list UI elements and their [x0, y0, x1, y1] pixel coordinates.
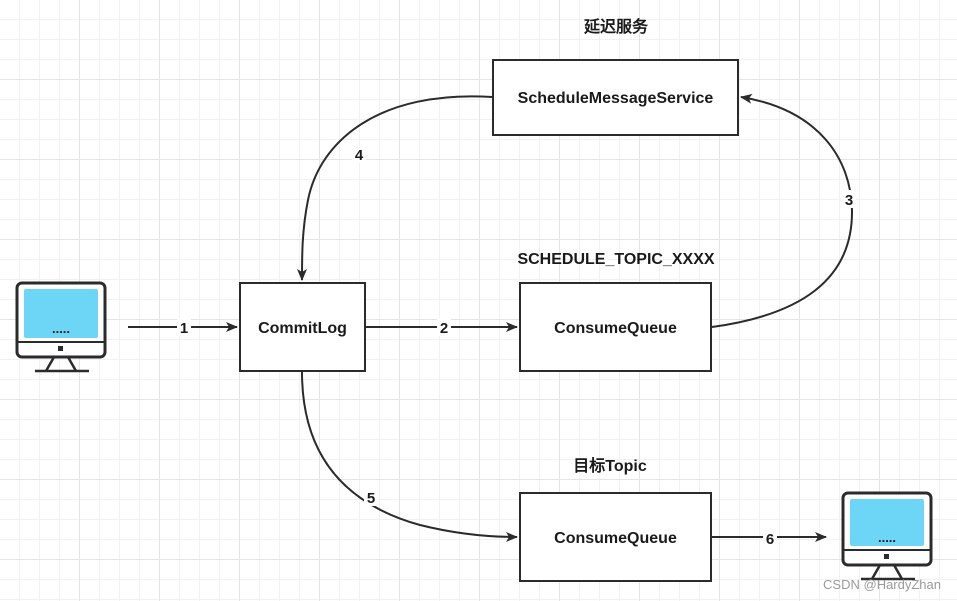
edge-5-label: 5 [364, 488, 378, 507]
edge-3-line [711, 93, 854, 328]
svg-text:4: 4 [355, 147, 364, 164]
heading-schedule-topic: SCHEDULE_TOPIC_XXXX [517, 251, 714, 268]
node-commitlog[interactable]: CommitLog [239, 282, 366, 372]
node-schedule-message-service-label: ScheduleMessageService [518, 90, 714, 107]
node-consumequeue-schedule-label: ConsumeQueue [554, 320, 677, 337]
edge-6-label: 6 [763, 529, 777, 548]
heading-delay-service: 延迟服务 [583, 17, 649, 36]
edge-4-line [297, 95, 493, 281]
consumer-screen-text: ..... [878, 530, 896, 545]
consumer-computer-icon: ..... [841, 491, 933, 581]
producer-computer-icon: ..... [15, 281, 107, 373]
edge-5-line [301, 371, 518, 542]
svg-text:5: 5 [367, 490, 375, 507]
node-schedule-message-service[interactable]: ScheduleMessageService [492, 59, 739, 136]
node-consumequeue-schedule[interactable]: ConsumeQueue [519, 282, 712, 372]
svg-text:2: 2 [440, 320, 448, 337]
svg-text:1: 1 [180, 320, 188, 337]
edge-4-label: 4 [352, 145, 366, 164]
watermark-text: CSDN @HardyZhan [823, 577, 941, 592]
node-consumequeue-target-label: ConsumeQueue [554, 530, 677, 547]
heading-target-topic: 目标Topic [573, 457, 647, 475]
producer-screen-text: ..... [52, 321, 70, 336]
node-commitlog-label: CommitLog [258, 320, 347, 337]
edge-1-label: 1 [177, 318, 191, 337]
svg-text:3: 3 [845, 192, 853, 209]
svg-text:6: 6 [766, 531, 774, 548]
edge-2-label: 2 [437, 318, 451, 337]
edge-3-label: 3 [842, 190, 856, 209]
node-consumequeue-target[interactable]: ConsumeQueue [519, 492, 712, 582]
